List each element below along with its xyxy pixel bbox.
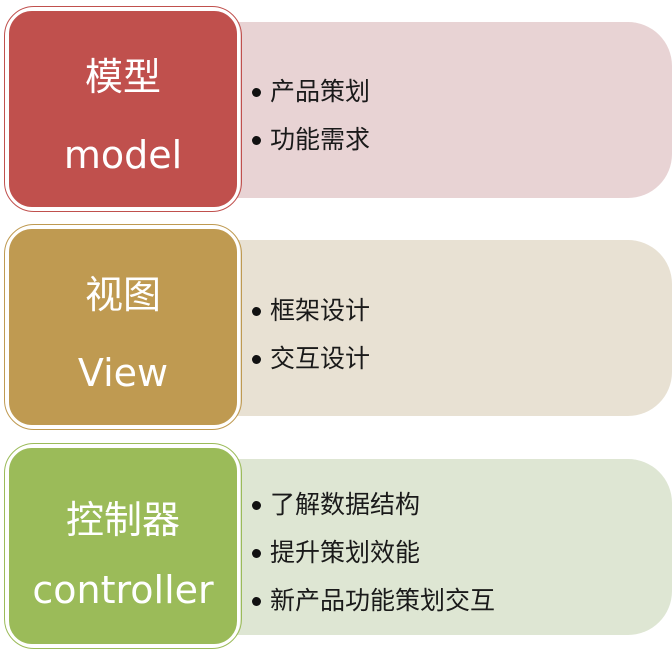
bullet-text: 框架设计 [270, 296, 371, 325]
model-detail-panel [234, 22, 672, 198]
model-bullet-list: 产品策划 功能需求 [252, 68, 370, 164]
bullet-text: 新产品功能策划交互 [270, 586, 496, 615]
view-title-cn: 视图 [84, 273, 161, 317]
view-bullet-item: 框架设计 [252, 287, 370, 335]
view-detail-panel [234, 240, 672, 416]
bullet-dot-icon [252, 307, 261, 316]
bullet-dot-icon [252, 597, 261, 606]
controller-bullet-item: 提升策划效能 [252, 529, 495, 577]
bullet-text: 产品策划 [270, 77, 371, 106]
view-bullet-list: 框架设计 交互设计 [252, 287, 370, 383]
model-bullet-item: 功能需求 [252, 116, 370, 164]
model-tile: 模型 model [4, 6, 242, 212]
controller-bullet-item: 新产品功能策划交互 [252, 577, 495, 625]
controller-detail-panel [234, 459, 672, 635]
controller-bullet-list: 了解数据结构 提升策划效能 新产品功能策划交互 [252, 481, 495, 625]
controller-title-en: controller [32, 568, 214, 612]
view-tile: 视图 View [4, 224, 242, 430]
bullet-text: 提升策划效能 [270, 538, 421, 567]
bullet-dot-icon [252, 549, 261, 558]
controller-row: 控制器 controller 了解数据结构 提升策划效能 新产品功能策划交互 [0, 443, 672, 649]
controller-tile: 控制器 controller [4, 443, 242, 649]
bullet-dot-icon [252, 88, 261, 97]
model-bullet-item: 产品策划 [252, 68, 370, 116]
model-title-cn: 模型 [84, 55, 161, 99]
controller-bullet-item: 了解数据结构 [252, 481, 495, 529]
bullet-dot-icon [252, 355, 261, 364]
model-title-en: model [63, 133, 183, 177]
view-row: 视图 View 框架设计 交互设计 [0, 224, 672, 430]
bullet-text: 功能需求 [270, 125, 371, 154]
controller-title-cn: 控制器 [65, 498, 180, 542]
model-row: 模型 model 产品策划 功能需求 [0, 6, 672, 212]
view-bullet-item: 交互设计 [252, 335, 370, 383]
bullet-text: 了解数据结构 [270, 490, 421, 519]
bullet-dot-icon [252, 501, 261, 510]
view-title-en: View [77, 351, 169, 395]
bullet-dot-icon [252, 136, 261, 145]
bullet-text: 交互设计 [270, 344, 371, 373]
